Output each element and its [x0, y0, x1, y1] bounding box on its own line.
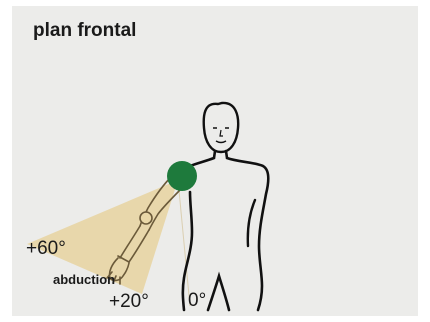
head-outline — [204, 103, 238, 152]
angle-label-plus20: +20° — [109, 291, 149, 313]
diagram-title: plan frontal — [33, 20, 136, 42]
right-arm-inner — [248, 200, 255, 246]
face-nose — [220, 130, 223, 136]
body-outline-left-neck — [190, 151, 215, 166]
legs-split — [208, 276, 229, 310]
abduction-label: abduction — [53, 272, 115, 287]
body-figure — [12, 6, 418, 316]
angle-label-plus60: +60° — [26, 238, 66, 260]
angle-label-zero: 0° — [188, 290, 206, 312]
face-mouth — [216, 141, 226, 143]
diagram-panel: plan frontal +60° abduction +20° 0° — [12, 6, 418, 316]
shoulder-joint-icon — [167, 161, 197, 191]
